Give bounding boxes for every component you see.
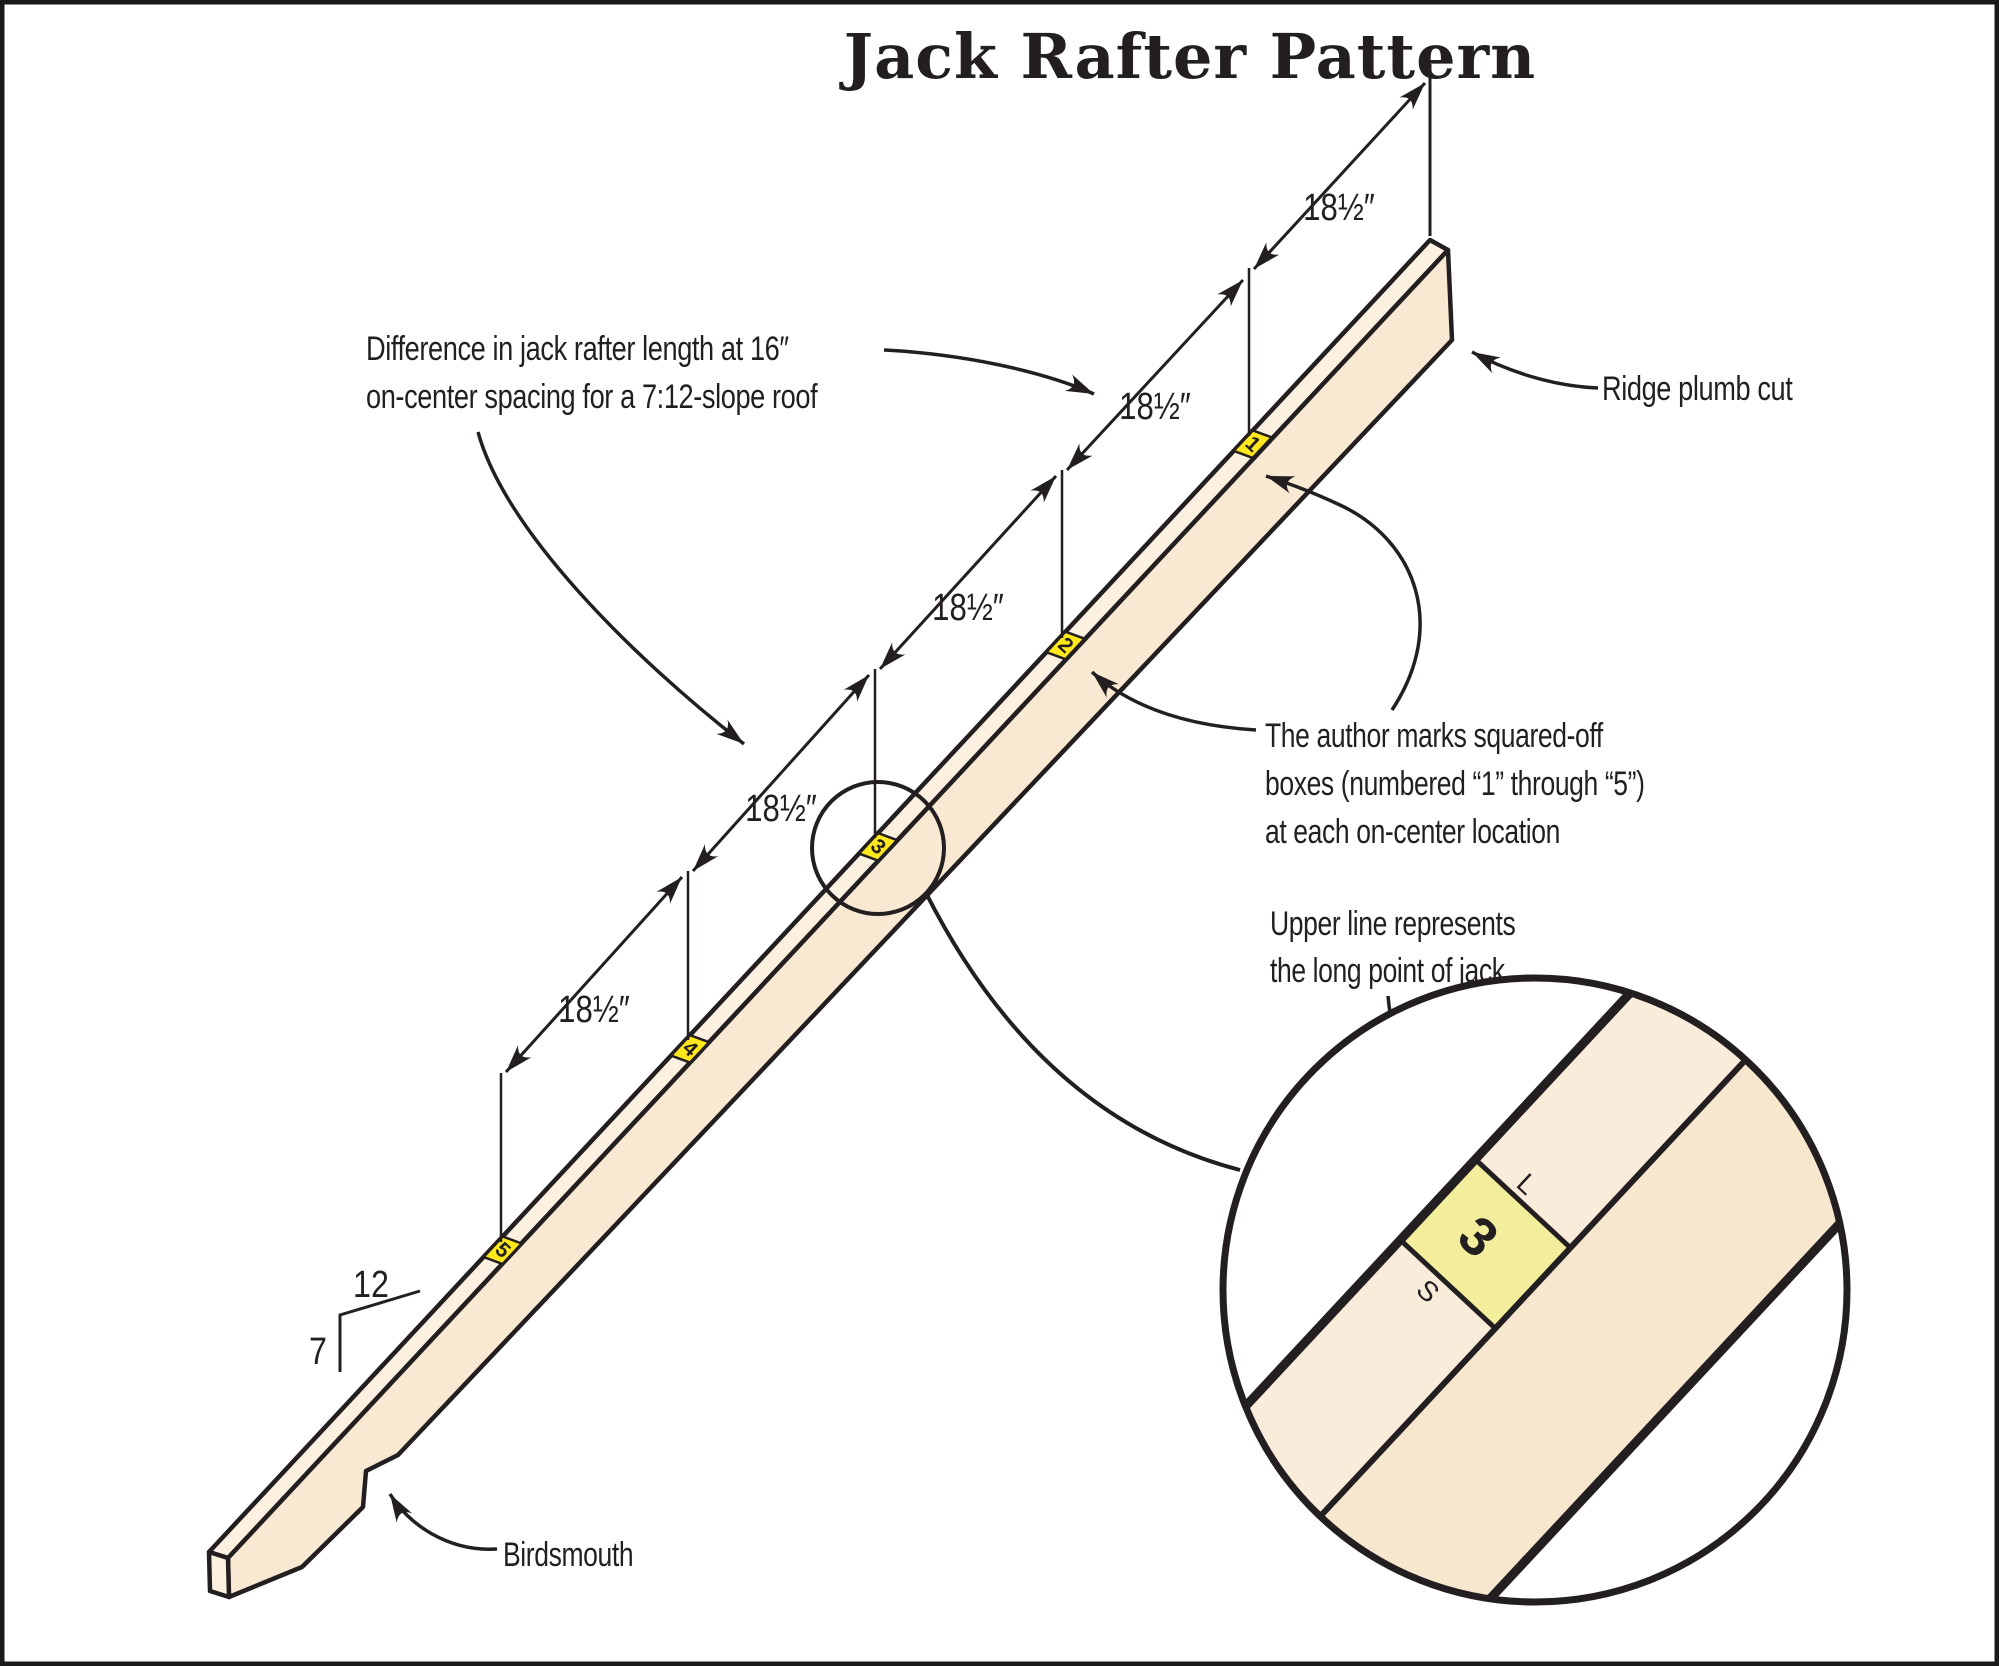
birdsmouth-label: Birdsmouth <box>503 1536 633 1574</box>
rafter-front-face <box>225 247 1455 1600</box>
magnified-short-point-line <box>1398 1237 1498 1331</box>
detail-source-circle <box>810 780 946 916</box>
page-title: Jack Rafter Pattern <box>839 20 1537 93</box>
slope-indicator-lines <box>338 1289 421 1372</box>
dimension-label-4: 18½″ <box>745 788 817 830</box>
slope-rise-label: 7 <box>309 1331 327 1373</box>
rafter-tail-end-face <box>206 1549 232 1600</box>
dimension-label-1: 18½″ <box>1303 187 1375 229</box>
dimension-arrow-2 <box>1065 278 1245 472</box>
slope-indicator: 12 7 <box>309 1264 421 1373</box>
author-callout-line2: boxes (numbered “1” through “5”) <box>1265 765 1645 803</box>
marker-box-5 <box>481 1235 524 1266</box>
ridge-plumb-cut-arrow <box>1471 350 1599 390</box>
author-to-box2-arrow <box>1090 670 1257 732</box>
difference-callout-line2: on-center spacing for a 7:12-slope roof <box>366 377 818 416</box>
author-to-box1-arrow <box>1265 474 1422 711</box>
dimension-arrow-3 <box>878 474 1058 671</box>
birdsmouth-arrow <box>388 1493 498 1551</box>
dimension-label-5: 18½″ <box>558 989 630 1031</box>
rafter-board <box>206 237 1455 1600</box>
ridge-plumb-cut-label: Ridge plumb cut <box>1602 369 1793 408</box>
dimension-ticks <box>499 64 1432 1242</box>
dimension-arrow-4 <box>691 673 871 873</box>
difference-to-dimension-arrow <box>883 348 1095 396</box>
dimension-arrow-5 <box>504 875 684 1074</box>
magnified-long-point-line <box>1473 1157 1573 1250</box>
author-callout-line1: The author marks squared-off <box>1265 717 1604 755</box>
upper-line-callout-line1: Upper line represents <box>1270 905 1515 943</box>
difference-callout-line1: Difference in jack rafter length at 16″ <box>366 329 789 368</box>
magnified-lower-edge <box>1320 1041 1844 1599</box>
dimension-label-3: 18½″ <box>932 587 1004 629</box>
magnified-marker-box <box>1400 1159 1571 1329</box>
difference-to-lower-dimension-arrow <box>476 431 746 746</box>
dimension-arrows <box>504 81 1427 1074</box>
dimension-labels: 18½″ 18½″ 18½″ 18½″ 18½″ <box>558 187 1375 1031</box>
dimension-arrow-1 <box>1252 81 1427 271</box>
slope-run-label: 12 <box>353 1264 389 1306</box>
author-callout-line3: at each on-center location <box>1265 813 1560 851</box>
marker-box-1 <box>1231 428 1274 460</box>
magnifier-connector-line <box>924 892 1241 1172</box>
magnified-upper-edge <box>1226 981 1782 1570</box>
magnifier-circle-ring <box>1219 974 1851 1606</box>
dimension-label-2: 18½″ <box>1119 386 1191 428</box>
